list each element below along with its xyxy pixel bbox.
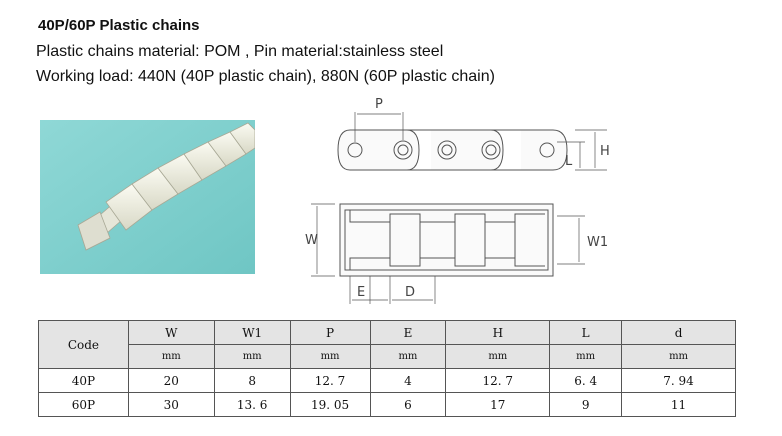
table-cell: 7. 94	[621, 368, 736, 393]
header-p: P	[289, 320, 371, 345]
table-cell: 20	[127, 368, 215, 393]
spec-table: Code W W1 P E H L d mm mm mm mm mm mm mm…	[38, 320, 736, 417]
header-w: W	[127, 320, 215, 345]
unit-cell: mm	[127, 344, 215, 369]
unit-cell: mm	[289, 344, 371, 369]
table-cell: 9	[549, 392, 623, 417]
unit-cell: mm	[213, 344, 291, 369]
material-text: Plastic chains material: POM , Pin mater…	[36, 43, 444, 60]
label-w: W	[305, 233, 318, 248]
unit-row: mm mm mm mm mm mm mm	[38, 344, 736, 369]
label-w1: W1	[587, 235, 608, 250]
table-cell: 19. 05	[289, 392, 371, 417]
label-d: D	[405, 285, 415, 300]
header-h: H	[445, 320, 551, 345]
page-title: 40P/60P Plastic chains	[38, 17, 200, 34]
header-d: d	[621, 320, 736, 345]
header-l: L	[549, 320, 623, 345]
table-cell: 6	[369, 392, 447, 417]
unit-cell: mm	[621, 344, 736, 369]
code-cell: 40P	[38, 368, 129, 393]
working-load-text: Working load: 440N (40P plastic chain), …	[36, 68, 495, 85]
table-cell: 17	[445, 392, 551, 417]
table-cell: 4	[369, 368, 447, 393]
unit-cell: mm	[549, 344, 623, 369]
chain-dimension-drawing: P H L W W1 E D	[305, 97, 610, 304]
table-cell: 13. 6	[213, 392, 291, 417]
unit-cell: mm	[445, 344, 551, 369]
header-w1: W1	[213, 320, 291, 345]
label-p: P	[375, 97, 383, 112]
table-row: 40P 20 8 12. 7 4 12. 7 6. 4 7. 94	[38, 368, 736, 393]
table-cell: 12. 7	[289, 368, 371, 393]
table-row: 60P 30 13. 6 19. 05 6 17 9 11	[38, 392, 736, 417]
code-header: Code	[38, 320, 129, 369]
code-cell: 60P	[38, 392, 129, 417]
header-row: Code W W1 P E H L d	[38, 320, 736, 369]
table-cell: 6. 4	[549, 368, 623, 393]
chain-photo	[40, 120, 255, 274]
table-cell: 8	[213, 368, 291, 393]
table-cell: 30	[127, 392, 215, 417]
header-e: E	[369, 320, 447, 345]
label-l: L	[565, 154, 573, 169]
label-e: E	[357, 285, 365, 300]
unit-cell: mm	[369, 344, 447, 369]
label-h: H	[600, 144, 610, 159]
table-cell: 12. 7	[445, 368, 551, 393]
table-cell: 11	[621, 392, 736, 417]
